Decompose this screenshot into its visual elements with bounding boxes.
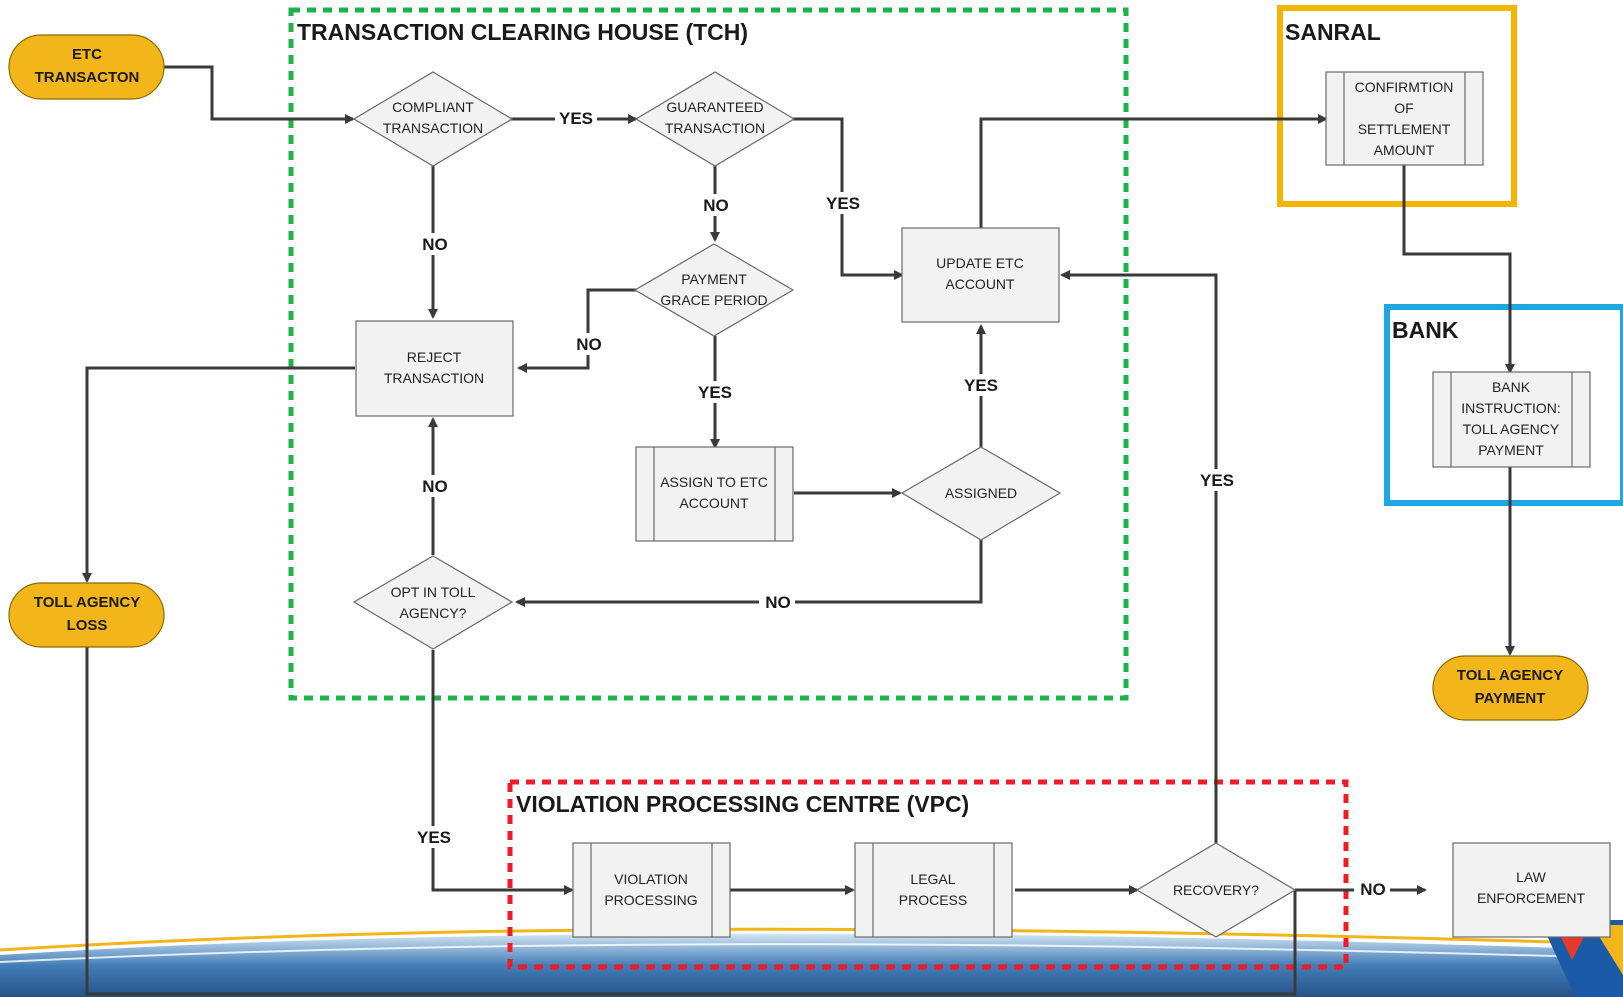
terminal-toll-agency-payment: TOLL AGENCY PAYMENT	[1432, 655, 1589, 721]
terminal-label-line: ETC	[72, 46, 102, 63]
vpc-group-title: VIOLATION PROCESSING CENTRE (VPC)	[516, 791, 969, 817]
decision-label-line: PAYMENT	[681, 271, 747, 287]
terminal-label-line: TOLL AGENCY	[1457, 667, 1563, 684]
process-label-line: ENFORCEMENT	[1477, 890, 1586, 906]
decision-opt-in-toll-agency: OPT IN TOLL AGENCY?	[352, 555, 514, 650]
decision-label-line: TRANSACTION	[665, 120, 765, 136]
terminal-etc-transaction: ETC TRANSACTON	[8, 34, 165, 100]
sanral-group-border	[1277, 5, 1517, 207]
decision-assigned: ASSIGNED	[900, 446, 1062, 541]
decision-payment-grace-period: PAYMENT GRACE PERIOD	[633, 243, 795, 337]
process-label-line: PAYMENT	[1478, 442, 1544, 458]
process-label-line: REJECT	[407, 349, 462, 365]
process-label-line: LAW	[1516, 869, 1547, 885]
edge-label-recovery-yes: YES	[1200, 471, 1234, 490]
process-update-etc-account: UPDATE ETC ACCOUNT	[901, 227, 1060, 323]
decision-label-line: GUARANTEED	[666, 99, 763, 115]
decision-label-line: AGENCY?	[400, 605, 467, 621]
edge-label-grace-yes: YES	[698, 383, 732, 402]
terminal-label-line: LOSS	[67, 617, 108, 634]
process-label-line: CONFIRMTION	[1355, 79, 1454, 95]
decision-label-line: GRACE PERIOD	[660, 292, 767, 308]
bank-group-title: BANK	[1392, 317, 1459, 343]
process-bank-instruction: BANK INSTRUCTION: TOLL AGENCY PAYMENT	[1432, 371, 1591, 468]
edge-label-compliant-no: NO	[422, 235, 448, 254]
process-label-line: TRANSACTION	[384, 370, 484, 386]
decision-guaranteed-transaction: GUARANTEED TRANSACTION	[634, 71, 796, 167]
decision-recovery: RECOVERY?	[1135, 842, 1297, 938]
process-label-line: OF	[1394, 100, 1413, 116]
decision-compliant-transaction: COMPLIANT TRANSACTION	[352, 71, 514, 167]
process-label-line: VIOLATION	[614, 871, 688, 887]
tch-group-title: TRANSACTION CLEARING HOUSE (TCH)	[297, 19, 748, 45]
svg-text:ASSIGNED: ASSIGNED	[945, 485, 1017, 501]
sanral-group-title: SANRAL	[1285, 19, 1381, 45]
decision-label-line: OPT IN TOLL	[391, 584, 476, 600]
edge-labels: YES NO NO YES NO YES YES NO NO YES YES N…	[413, 107, 1390, 900]
edge-label-optin-yes: YES	[417, 828, 451, 847]
process-label-line: BANK	[1492, 379, 1531, 395]
decision-label-line: ASSIGNED	[945, 485, 1017, 501]
decision-label-line: RECOVERY?	[1173, 882, 1259, 898]
terminal-toll-agency-loss: TOLL AGENCY LOSS	[8, 582, 165, 648]
process-legal-process: LEGAL PROCESS	[854, 842, 1013, 938]
edge-label-assigned-yes: YES	[964, 376, 998, 395]
decision-label-line: COMPLIANT	[392, 99, 474, 115]
process-label-line: UPDATE ETC	[936, 255, 1024, 271]
terminal-label-line: TRANSACTON	[35, 69, 140, 86]
edge-label-assigned-no: NO	[765, 593, 791, 612]
svg-text:RECOVERY?: RECOVERY?	[1173, 882, 1259, 898]
process-law-enforcement: LAW ENFORCEMENT	[1452, 842, 1611, 938]
process-label-line: ACCOUNT	[679, 495, 749, 511]
process-confirmation-of-settlement: CONFIRMTION OF SETTLEMENT AMOUNT	[1325, 71, 1484, 166]
process-label-line: ACCOUNT	[945, 276, 1015, 292]
process-label-line: LEGAL	[910, 871, 955, 887]
terminal-label-line: TOLL AGENCY	[34, 594, 140, 611]
edge-label-optin-no: NO	[422, 477, 448, 496]
process-label-line: PROCESSING	[604, 892, 697, 908]
process-label-line: TOLL AGENCY	[1463, 421, 1560, 437]
process-label-line: SETTLEMENT	[1358, 121, 1451, 137]
edge-label-guaranteed-yes: YES	[826, 194, 860, 213]
process-violation-processing: VIOLATION PROCESSING	[572, 842, 731, 938]
footer-swoosh	[0, 927, 1623, 997]
process-label-line: ASSIGN TO ETC	[660, 474, 768, 490]
process-reject-transaction: REJECT TRANSACTION	[355, 320, 514, 417]
edge-label-guaranteed-no: NO	[703, 196, 729, 215]
edge-label-grace-no: NO	[576, 335, 602, 354]
process-label-line: INSTRUCTION:	[1461, 400, 1561, 416]
process-label-line: AMOUNT	[1374, 142, 1435, 158]
vpc-group-border	[507, 779, 1349, 970]
decision-label-line: TRANSACTION	[383, 120, 483, 136]
terminal-label-line: PAYMENT	[1475, 690, 1546, 707]
edge-label-compliant-yes: YES	[559, 109, 593, 128]
edge-label-recovery-no: NO	[1360, 880, 1386, 899]
tch-group-border	[288, 7, 1129, 701]
process-label-line: PROCESS	[899, 892, 967, 908]
process-assign-to-etc-account: ASSIGN TO ETC ACCOUNT	[635, 446, 794, 542]
bank-group-border	[1384, 304, 1623, 506]
